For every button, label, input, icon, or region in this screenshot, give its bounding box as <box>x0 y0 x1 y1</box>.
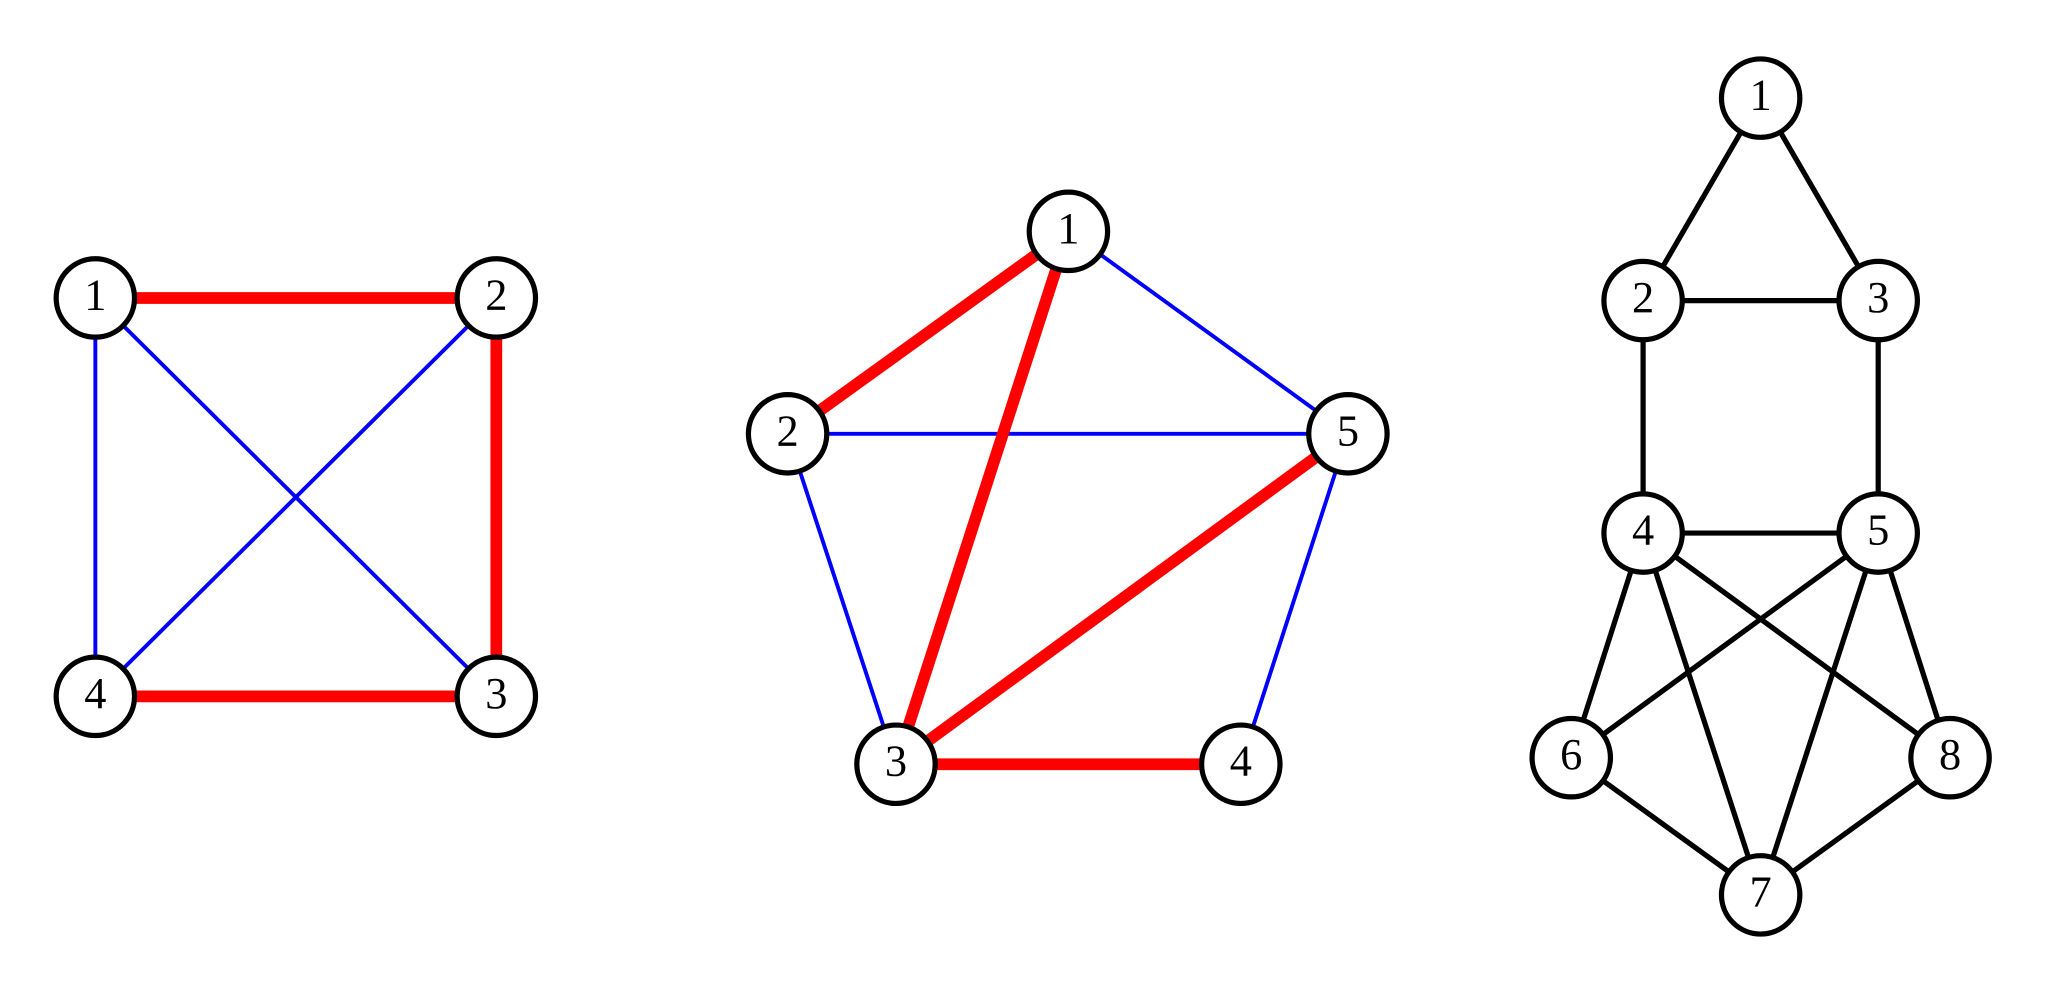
edge-5-6 <box>1569 530 1880 760</box>
k4-graph: 1 2 3 4 <box>53 256 539 739</box>
node-3: 3 <box>1836 258 1920 343</box>
edge-3-5 <box>892 429 1352 769</box>
node-label: 4 <box>84 668 106 718</box>
node-circle <box>1836 491 1920 575</box>
node-circle <box>745 392 830 476</box>
node-2: 2 <box>454 256 539 340</box>
node-label: 8 <box>1939 729 1961 779</box>
node-label: 2 <box>1632 272 1654 322</box>
node-label: 1 <box>1750 70 1772 120</box>
edge-2-4 <box>93 296 498 698</box>
edge-1-5 <box>1067 229 1350 436</box>
edge-4-7 <box>1640 532 1764 896</box>
node-circle <box>454 256 539 340</box>
node-circle <box>53 654 138 739</box>
node-1: 1 <box>1026 189 1111 274</box>
node-circle <box>1836 258 1920 343</box>
node-label: 1 <box>84 269 106 319</box>
node-4: 4 <box>1601 491 1685 575</box>
node-8: 8 <box>1908 715 1992 800</box>
edge-2-3 <box>785 433 898 765</box>
node-label: 3 <box>885 736 907 786</box>
node-circle <box>1601 491 1685 575</box>
edge-5-7 <box>1758 532 1881 896</box>
node-label: 7 <box>1750 866 1772 916</box>
node-3: 3 <box>454 654 539 739</box>
edge-1-2 <box>784 226 1072 439</box>
node-label: 4 <box>1230 736 1252 786</box>
node-label: 3 <box>1867 272 1889 322</box>
node-label: 1 <box>1057 203 1079 253</box>
node-5: 5 <box>1306 392 1390 476</box>
pentagon-graph: 1 2 3 4 5 <box>745 189 1390 807</box>
node-circle <box>1306 392 1390 476</box>
node-circle <box>1026 189 1111 274</box>
node-circle <box>53 256 138 340</box>
node-3: 3 <box>854 722 938 807</box>
node-1: 1 <box>53 256 138 340</box>
node-4: 4 <box>53 654 138 739</box>
edge-1-3 <box>890 229 1075 767</box>
node-circle <box>854 722 938 807</box>
node-label: 2 <box>776 405 798 455</box>
node-circle <box>1908 715 1992 800</box>
node-7: 7 <box>1718 853 1803 937</box>
node-6: 6 <box>1529 715 1614 800</box>
node-circle <box>1718 56 1803 140</box>
node-circle <box>1718 853 1803 937</box>
node-circle <box>1529 715 1614 800</box>
node-circle <box>1199 722 1283 807</box>
node-circle <box>454 654 539 739</box>
node-1: 1 <box>1718 56 1803 140</box>
node-label: 4 <box>1632 505 1654 555</box>
node-5: 5 <box>1836 491 1920 575</box>
edge-5-4 <box>1238 433 1350 765</box>
node-label: 2 <box>485 269 507 319</box>
eight-node-graph: 1 2 3 4 5 6 7 8 <box>1529 56 1992 937</box>
node-label: 3 <box>485 668 507 718</box>
node-label: 5 <box>1337 405 1359 455</box>
node-circle <box>1601 258 1685 343</box>
node-2: 2 <box>745 392 830 476</box>
node-2: 2 <box>1601 258 1685 343</box>
edge-4-8 <box>1641 530 1952 760</box>
node-label: 5 <box>1867 505 1889 555</box>
node-4: 4 <box>1199 722 1283 807</box>
node-label: 6 <box>1560 729 1582 779</box>
